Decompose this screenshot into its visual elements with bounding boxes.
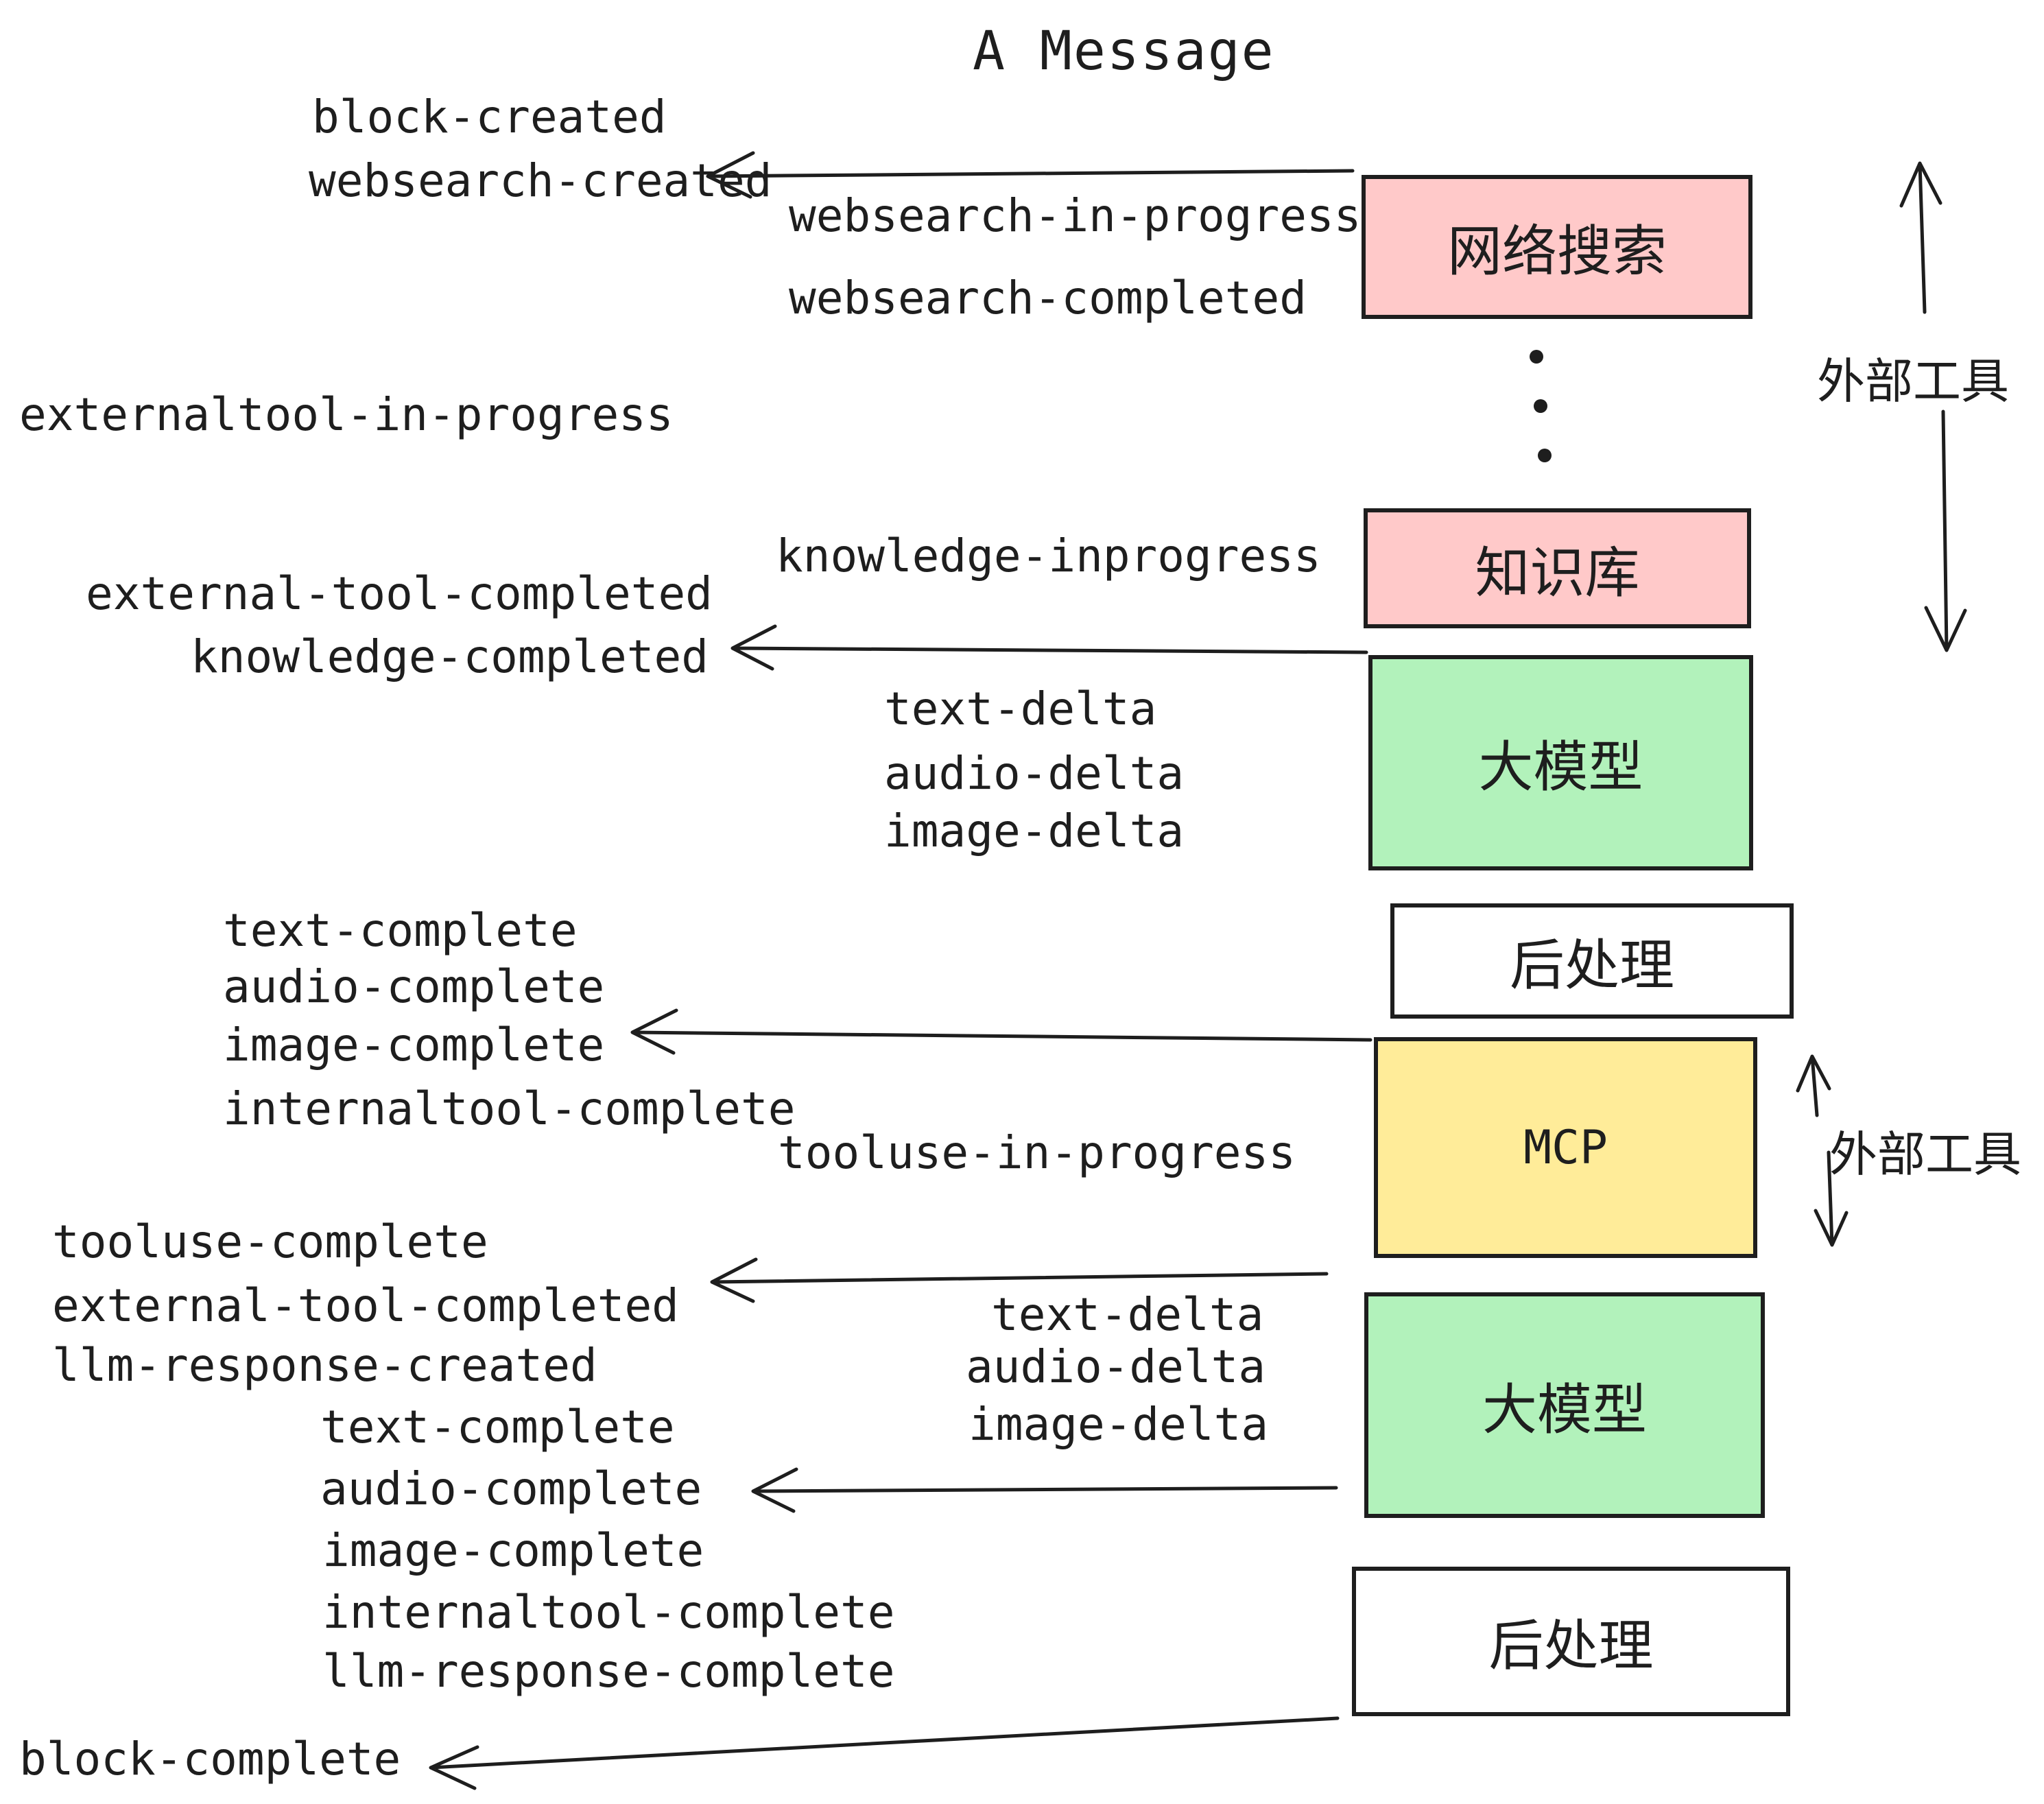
ellipsis-dot-3 <box>1538 449 1552 462</box>
side-label-external-tools-mcp: 外部工具 <box>1829 1126 2021 1183</box>
event-websearch-in-progress: websearch-in-progress <box>789 189 1362 242</box>
arrow-image-complete <box>630 1008 1372 1055</box>
arrow-external-tools-top-down <box>1924 410 1967 652</box>
ellipsis-dot-2 <box>1534 399 1547 413</box>
arrow-block-complete <box>429 1716 1340 1790</box>
event-image-delta: image-delta <box>884 805 1185 857</box>
event-knowledge-completed: knowledge-completed <box>191 630 709 683</box>
box-websearch-label: 网络搜索 <box>1447 219 1667 283</box>
box-llm-1-label: 大模型 <box>1478 735 1643 799</box>
event-llm-response-complete: llm-response-complete <box>322 1645 895 1698</box>
event-text-complete-2: text-complete <box>320 1401 675 1453</box>
box-postprocess-1-label: 后处理 <box>1510 934 1674 997</box>
box-llm-2: 大模型 <box>1364 1292 1765 1518</box>
box-websearch: 网络搜索 <box>1362 175 1752 319</box>
side-label-external-tools-top: 外部工具 <box>1817 353 2009 410</box>
box-postprocess-2: 后处理 <box>1352 1567 1790 1716</box>
event-external-tool-completed: external-tool-completed <box>86 567 713 620</box>
event-text-delta-2: text-delta <box>991 1288 1264 1341</box>
event-externaltool-in-progress: externaltool-in-progress <box>19 388 674 441</box>
event-audio-complete: audio-complete <box>223 960 605 1013</box>
event-internaltool-complete: internaltool-complete <box>223 1082 796 1135</box>
event-text-complete: text-complete <box>223 904 578 957</box>
event-tooluse-in-progress: tooluse-in-progress <box>778 1126 1296 1179</box>
event-internaltool-complete-2: internaltool-complete <box>322 1586 895 1639</box>
box-mcp: MCP <box>1374 1037 1757 1258</box>
event-block-complete: block-complete <box>19 1733 401 1785</box>
arrow-knowledge-completed <box>730 624 1368 671</box>
arrow-external-tools-top-up <box>1899 161 1942 314</box>
ellipsis-dots <box>1530 350 1552 462</box>
box-knowledge: 知识库 <box>1364 508 1751 628</box>
event-websearch-completed: websearch-completed <box>789 272 1307 324</box>
arrow-external-tools-mcp-up <box>1796 1054 1831 1117</box>
box-postprocess-2-label: 后处理 <box>1488 1614 1654 1678</box>
event-audio-delta: audio-delta <box>884 747 1185 800</box>
box-postprocess-1: 后处理 <box>1390 903 1794 1019</box>
arrow-audio-complete <box>751 1467 1338 1513</box>
event-text-delta: text-delta <box>884 683 1157 735</box>
event-llm-response-created: llm-response-created <box>52 1339 597 1392</box>
event-audio-complete-2: audio-complete <box>320 1462 702 1515</box>
ellipsis-dot-1 <box>1530 350 1543 364</box>
box-llm-2-label: 大模型 <box>1482 1377 1647 1442</box>
event-tooluse-complete: tooluse-complete <box>52 1215 488 1268</box>
event-block-created: block-created <box>312 91 667 143</box>
box-knowledge-label: 知识库 <box>1475 541 1640 605</box>
event-audio-delta-2: audio-delta <box>966 1340 1266 1393</box>
event-knowledge-inprogress: knowledge-inprogress <box>776 530 1321 582</box>
page-title: A Message <box>973 21 1275 82</box>
event-image-complete: image-complete <box>223 1019 605 1071</box>
event-external-tool-completed-2: external-tool-completed <box>52 1279 679 1332</box>
event-websearch-created: websearch-created <box>309 154 772 207</box>
event-image-complete-2: image-complete <box>322 1524 704 1577</box>
box-mcp-label: MCP <box>1523 1120 1608 1175</box>
box-llm-1: 大模型 <box>1368 655 1753 870</box>
event-image-delta-2: image-delta <box>968 1398 1269 1451</box>
